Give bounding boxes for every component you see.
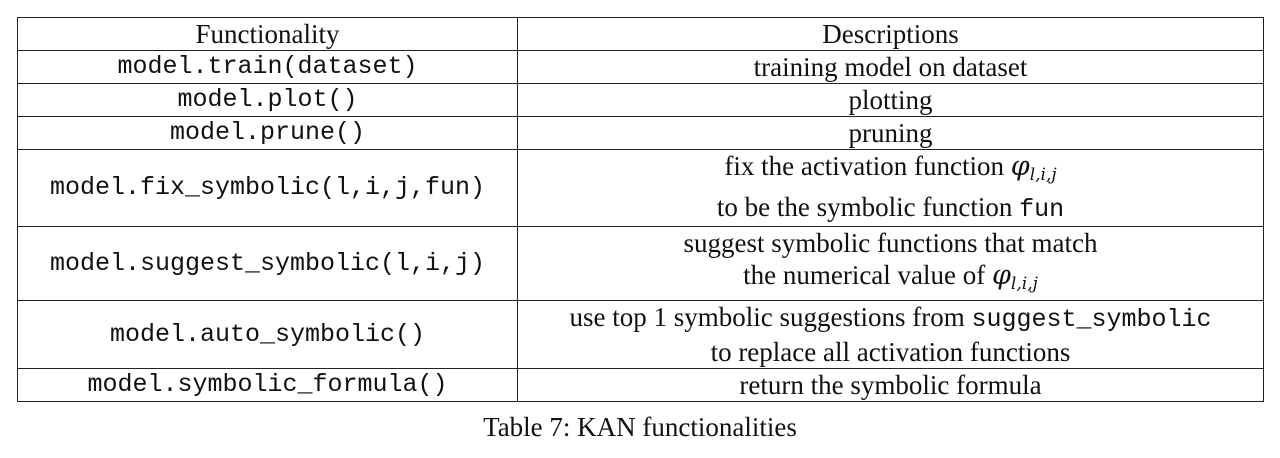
desc-cell: suggest symbolic functions that match th… — [517, 226, 1264, 301]
inline-code: fun — [1019, 195, 1065, 224]
table-row: model.symbolic_formula() return the symb… — [17, 368, 1264, 402]
func-cell: model.suggest_symbolic(l,i,j) — [17, 226, 518, 301]
table-row: model.suggest_symbolic(l,i,j) suggest sy… — [17, 226, 1264, 301]
phi-subscript: l,i,j — [1010, 274, 1038, 294]
table-header-row: Functionality Descriptions — [17, 17, 1264, 51]
desc-text: to be the symbolic function — [716, 192, 1013, 222]
desc-cell: plotting — [517, 83, 1264, 117]
desc-text: use top 1 symbolic suggestions from — [569, 302, 965, 332]
functionality-table: Functionality Descriptions model.train(d… — [17, 17, 1264, 402]
func-cell: model.train(dataset) — [17, 50, 518, 84]
table-row: model.fix_symbolic(l,i,j,fun) fix the ac… — [17, 149, 1264, 227]
func-cell: model.symbolic_formula() — [17, 368, 518, 402]
table-row: model.train(dataset) training model on d… — [17, 50, 1264, 84]
desc-cell: fix the activation function φl,i,j to be… — [517, 149, 1264, 227]
func-cell: model.prune() — [17, 116, 518, 150]
desc-cell: pruning — [517, 116, 1264, 150]
desc-line: to replace all activation functions — [710, 337, 1071, 367]
desc-cell: use top 1 symbolic suggestions from sugg… — [517, 300, 1264, 369]
table-row: model.plot() plotting — [17, 83, 1264, 117]
func-cell: model.fix_symbolic(l,i,j,fun) — [17, 149, 518, 227]
desc-text: fix the activation function — [724, 151, 1005, 181]
phi-subscript: l,i,j — [1029, 165, 1057, 185]
phi-symbol: φl,i,j — [992, 260, 1038, 294]
desc-line: fix the activation function φl,i,j — [524, 151, 1257, 192]
phi-glyph: φ — [992, 260, 1011, 291]
header-functionality: Functionality — [17, 17, 518, 51]
func-cell: model.plot() — [17, 83, 518, 117]
phi-glyph: φ — [1010, 151, 1030, 182]
header-descriptions: Descriptions — [517, 17, 1264, 51]
desc-line: the numerical value of φl,i,j — [524, 259, 1257, 300]
inline-code: suggest_symbolic — [971, 305, 1212, 334]
func-cell: model.auto_symbolic() — [17, 300, 518, 369]
phi-symbol: φl,i,j — [1010, 151, 1057, 185]
table-row: model.auto_symbolic() use top 1 symbolic… — [17, 300, 1264, 369]
table-row: model.prune() pruning — [17, 116, 1264, 150]
table-caption: Table 7: KAN functionalities — [483, 412, 797, 442]
desc-cell: training model on dataset — [517, 50, 1264, 84]
desc-line: suggest symbolic functions that match — [683, 228, 1098, 258]
desc-cell: return the symbolic formula — [517, 368, 1264, 402]
functionality-table-container: Functionality Descriptions model.train(d… — [17, 17, 1264, 402]
desc-line: to be the symbolic function fun — [524, 191, 1257, 226]
desc-text: the numerical value of — [743, 260, 986, 290]
desc-line: use top 1 symbolic suggestions from sugg… — [524, 302, 1257, 337]
